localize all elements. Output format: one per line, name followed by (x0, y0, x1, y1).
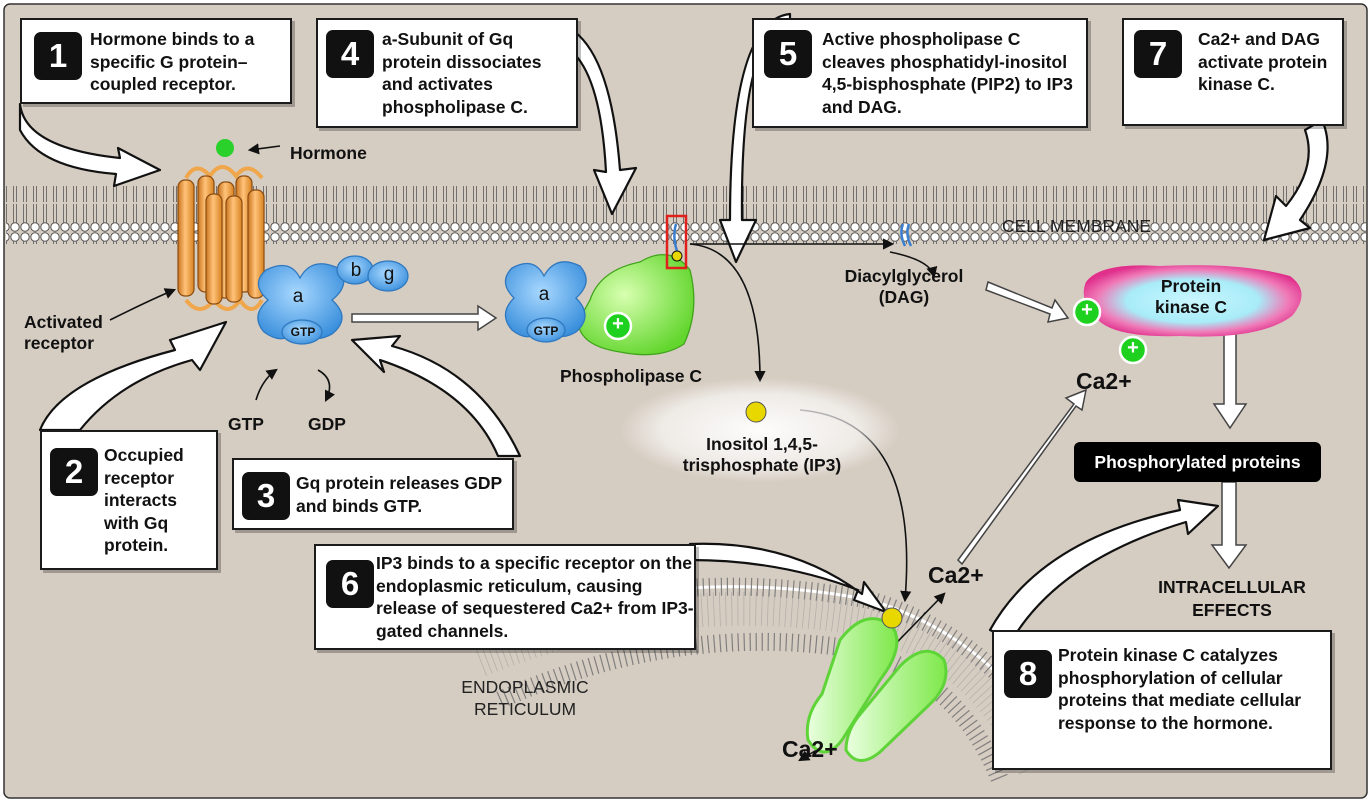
hormone-label: Hormone (290, 143, 367, 163)
step-7-text: Ca2+ and DAG activate protein kinase C. (1198, 29, 1328, 94)
step-arrows (18, 12, 1329, 642)
step-5-number: 5 (764, 30, 812, 78)
plus-markers (603, 297, 1148, 365)
phosphorylated-proteins-box: Phosphorylated proteins (1074, 442, 1321, 482)
ca-bottom-label: Ca2+ (782, 736, 838, 762)
step-1-number: 1 (34, 32, 82, 80)
step-4-box: 4 a-Subunit of Gq protein dissociates an… (316, 18, 578, 128)
step-1-text: Hormone binds to a specific G protein–co… (90, 29, 255, 94)
gtp-on-protein-label: GTP (290, 325, 316, 339)
g-alpha-label: a (292, 286, 304, 307)
ca-right-label: Ca2+ (928, 562, 984, 588)
step-6-box: 6 IP3 binds to a specific receptor on th… (314, 544, 696, 650)
g-beta-label: b (350, 260, 362, 281)
ip3-molecule (745, 401, 767, 423)
phosphorylated-proteins-label: Phosphorylated proteins (1094, 452, 1301, 472)
dag-molecule (900, 223, 913, 247)
step-6-text: IP3 binds to a specific receptor on the … (376, 553, 694, 641)
ip3-channel (805, 607, 948, 762)
gdp-label: GDP (308, 414, 346, 434)
step-7-box: 7 Ca2+ and DAG activate protein kinase C… (1122, 18, 1344, 126)
g-gamma-label: g (383, 264, 395, 285)
step-3-text: Gq protein releases GDP and binds GTP. (296, 473, 502, 516)
step-3-number: 3 (242, 472, 290, 520)
step-1-box: 1 Hormone binds to a specific G protein–… (20, 18, 292, 104)
ip3-glow (620, 378, 900, 482)
step-6-number: 6 (326, 560, 374, 608)
g-alpha-middle (504, 261, 587, 343)
cell-membrane-label: CELL MEMBRANE (1002, 216, 1152, 236)
gtp-label: GTP (228, 414, 264, 434)
flow-arrows (351, 280, 1248, 570)
pip2-highlight (665, 214, 688, 270)
g-alpha-middle-label: a (538, 284, 550, 305)
step-4-number: 4 (326, 30, 374, 78)
ca-pkc-label: Ca2+ (1076, 368, 1132, 394)
phospholipase-c-label: Phospholipase C (560, 366, 702, 386)
step-5-text: Active phospholipase C cleaves phosphati… (822, 29, 1073, 117)
hormone-molecule (216, 139, 234, 157)
dag-label: Diacylglycerol (DAG) (844, 266, 964, 307)
activated-receptor-label: Activated receptor (24, 312, 103, 353)
step-8-box: 8 Protein kinase C catalyzes phosphoryla… (992, 630, 1332, 770)
plus-plc-label: + (612, 313, 624, 335)
plus-pkc-2: + (1127, 337, 1139, 359)
step-2-number: 2 (50, 448, 98, 496)
step-2-text: Occupied receptor interacts with Gq prot… (104, 445, 184, 555)
step-5-box: 5 Active phospholipase C cleaves phospha… (752, 18, 1088, 128)
gq-protein-left (257, 255, 409, 345)
protein-kinase-c-shape (1083, 265, 1302, 337)
protein-kinase-c-label: Protein kinase C (1155, 276, 1227, 317)
ip3-label: Inositol 1,4,5-trisphosphate (IP3) (682, 434, 842, 475)
receptor (177, 165, 265, 311)
step-2-box: 2 Occupied receptor interacts with Gq pr… (40, 430, 218, 570)
step-4-text: a-Subunit of Gq protein dissociates and … (382, 29, 542, 117)
intracellular-effects-label: INTRACELLULAR EFFECTS (1158, 577, 1306, 620)
step-8-number: 8 (1004, 650, 1052, 698)
step-7-number: 7 (1134, 30, 1182, 78)
step-8-text: Protein kinase C catalyzes phosphorylati… (1058, 645, 1302, 733)
step-3-box: 3 Gq protein releases GDP and binds GTP. (232, 458, 514, 530)
gtp-middle-label: GTP (533, 324, 559, 338)
endoplasmic-reticulum-label: ENDOPLASMIC RETICULUM (461, 677, 589, 719)
plus-pkc-1: + (1081, 299, 1093, 321)
